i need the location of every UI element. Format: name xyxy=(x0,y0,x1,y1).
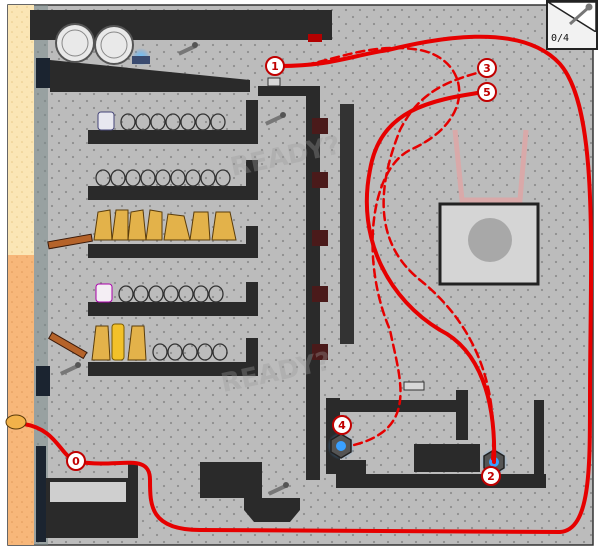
bottle-icon[interactable] xyxy=(111,323,125,361)
step-marker-2[interactable]: 2 xyxy=(481,466,501,486)
svg-text:1: 1 xyxy=(271,60,279,73)
block xyxy=(200,462,262,498)
progress-counter xyxy=(545,0,598,50)
svg-text:0: 0 xyxy=(72,455,80,468)
step-marker-0[interactable]: 0 xyxy=(66,451,86,471)
svg-text:4: 4 xyxy=(338,419,346,432)
jar-icon[interactable] xyxy=(95,283,113,303)
svg-text:3: 3 xyxy=(483,62,491,75)
chip-bag-icon[interactable] xyxy=(93,209,237,241)
wall-bracket xyxy=(36,446,46,542)
shelf-1 xyxy=(88,100,258,144)
shelf-5 xyxy=(88,323,258,376)
rod-item[interactable] xyxy=(47,233,93,250)
counter-text: 0/4 xyxy=(551,33,570,44)
wall-strip-lower xyxy=(8,255,34,545)
back-panel xyxy=(340,104,354,344)
svg-text:5: 5 xyxy=(483,86,491,99)
screw-icon[interactable] xyxy=(177,42,198,56)
jar-icon[interactable] xyxy=(97,111,115,131)
bolt-icon[interactable] xyxy=(327,432,355,460)
svg-text:2: 2 xyxy=(487,470,495,483)
shelf-3 xyxy=(88,209,258,258)
wrench-icon xyxy=(545,1,597,34)
shelf-4 xyxy=(88,282,258,316)
block xyxy=(244,498,300,522)
coin-ramp xyxy=(50,60,250,92)
wall-strip-upper xyxy=(8,5,34,255)
wall-bracket xyxy=(36,366,50,396)
solution-route xyxy=(22,34,594,534)
dispenser-bin xyxy=(438,129,540,286)
screw-icon[interactable] xyxy=(59,362,81,376)
chip-bag-icon[interactable] xyxy=(91,325,147,361)
wall-bracket xyxy=(36,58,50,88)
step-marker-5[interactable]: 5 xyxy=(477,82,497,102)
step-marker-1[interactable]: 1 xyxy=(265,56,285,76)
shelf-2 xyxy=(88,160,258,200)
rod-item[interactable] xyxy=(47,331,88,360)
step-marker-3[interactable]: 3 xyxy=(477,58,497,78)
hand-icon[interactable] xyxy=(5,414,27,430)
step-marker-4[interactable]: 4 xyxy=(332,415,352,435)
screw-icon[interactable] xyxy=(264,112,286,126)
pickup-bin xyxy=(46,462,138,538)
screw-icon[interactable] xyxy=(267,482,289,496)
